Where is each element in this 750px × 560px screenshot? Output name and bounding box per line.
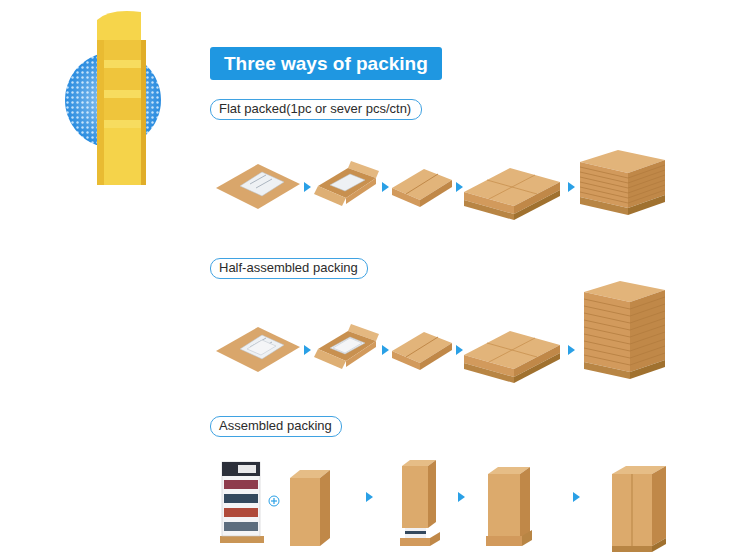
carton-stack (584, 297, 665, 365)
white-trays (247, 340, 276, 355)
label-text: Assembled packing (219, 418, 333, 434)
label-text: Flat packed(1pc or sever pcs/ctn) (219, 101, 413, 117)
carton-stack (580, 187, 628, 198)
crate (612, 474, 652, 546)
carton-stack (584, 355, 630, 365)
carton-stack (630, 360, 665, 379)
assembled-display (220, 462, 264, 543)
carton-stack (580, 177, 628, 188)
carton-stack (630, 325, 665, 337)
tall-carton (320, 470, 330, 546)
crate (652, 538, 666, 552)
assembled-display (224, 508, 258, 517)
carton-stack (630, 318, 665, 330)
product-display-icon (97, 11, 141, 42)
section-label: Flat packed(1pc or sever pcs/ctn) (210, 99, 422, 120)
flat-pack-steps (216, 161, 575, 220)
title-banner: Three ways of packing (210, 47, 442, 80)
assembled-display (224, 480, 258, 489)
carton-over-display (405, 528, 426, 538)
product-display-icon (65, 11, 161, 185)
tall-carton (290, 470, 330, 546)
carton-stack (580, 172, 628, 183)
illustration (573, 492, 580, 502)
carton-stack (630, 346, 665, 358)
crate (632, 474, 633, 546)
tall-carton (290, 478, 320, 546)
crate (652, 466, 666, 546)
carton-stack (630, 311, 665, 323)
crate (612, 466, 666, 552)
carton-over-display (402, 466, 428, 528)
closed-tall-carton (522, 530, 532, 546)
product-display-icon (141, 40, 146, 185)
carton-stack (580, 167, 628, 178)
section-label: Assembled packing (210, 416, 342, 437)
carton-stack (628, 165, 665, 178)
product-display-icon (104, 60, 143, 68)
plus-sign (269, 496, 279, 506)
illustration (366, 492, 373, 502)
carton-stack (628, 170, 665, 183)
assembled-display (222, 462, 260, 536)
product-display-icon (104, 90, 143, 98)
product-display-icon (104, 40, 141, 132)
closed-tall-carton (488, 474, 520, 540)
carton-stack (584, 362, 630, 379)
assembled-display (222, 462, 260, 476)
carton-stack (630, 304, 665, 316)
closed-tall-carton (520, 467, 530, 540)
plus-sign (269, 496, 279, 506)
crate (612, 546, 652, 552)
assembled-display (224, 494, 258, 503)
carton-stack (580, 150, 665, 215)
carton-stack (580, 182, 628, 193)
half-assembled-steps (216, 324, 575, 383)
section-label: Half-assembled packing (210, 258, 368, 279)
product-display-icon (104, 128, 143, 185)
plus-sign (273, 498, 274, 504)
closed-tall-carton (486, 467, 532, 546)
carton-stack (630, 290, 665, 372)
label-text: Half-assembled packing (219, 260, 359, 276)
carton-stack (580, 197, 628, 215)
carton-stack (628, 180, 665, 193)
carton-over-display (428, 460, 436, 528)
carton-stack (630, 339, 665, 351)
closed-tall-carton (486, 536, 522, 546)
product-display-icon (104, 120, 143, 128)
assembled-display (238, 465, 256, 473)
carton-over-display (400, 460, 440, 546)
illustration (458, 492, 465, 502)
assembled-display (220, 536, 264, 543)
carton-over-display (400, 538, 430, 546)
carton-over-display (405, 531, 426, 534)
assembled-display (224, 522, 258, 531)
product-display-icon (97, 40, 104, 185)
carton-stack (580, 165, 665, 203)
carton-stack (630, 332, 665, 344)
carton-stack (628, 185, 665, 198)
carton-stack (630, 297, 665, 309)
carton-stack (628, 175, 665, 188)
carton-stack (584, 281, 665, 379)
carton-stack (628, 195, 665, 215)
carton-over-display (430, 532, 440, 546)
white-trays (247, 338, 362, 355)
carton-stack (584, 292, 630, 372)
white-trays (333, 338, 362, 353)
